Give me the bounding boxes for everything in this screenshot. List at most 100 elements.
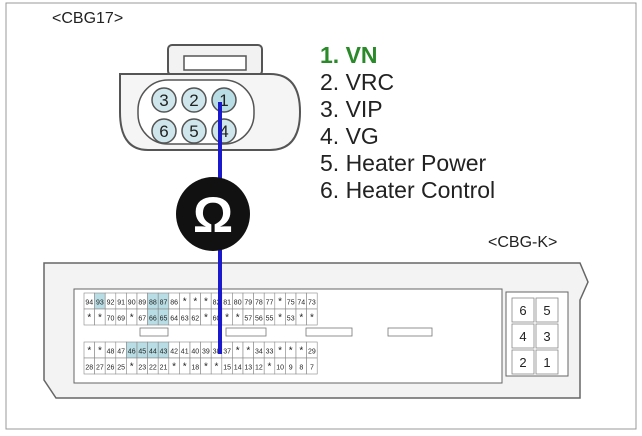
pin-b-label: 42 <box>170 349 178 356</box>
pin-b-label: 78 <box>255 300 263 307</box>
pin-b-label: 73 <box>308 300 316 307</box>
pin-b-label: * <box>299 313 303 324</box>
pin-b-label: * <box>193 297 197 308</box>
pin-b-label: 91 <box>117 300 125 307</box>
pin-b-label: 15 <box>223 365 231 372</box>
pin-b-label: 57 <box>244 316 252 323</box>
pin-b-label: 21 <box>160 365 168 372</box>
connector-b-title: <CBG-K> <box>488 234 558 251</box>
pin-b-label: 87 <box>160 300 168 307</box>
pin-b-label: * <box>204 362 208 373</box>
pin-b-label: 39 <box>202 349 210 356</box>
pin-b-cell <box>306 308 318 326</box>
pin-c-cell <box>511 349 535 375</box>
connector-cbg17: 3 2 1 6 5 4 <box>119 44 302 151</box>
key-rib <box>387 327 433 337</box>
pin-c-label: 5 <box>543 303 550 318</box>
pin-b-label: 55 <box>266 316 274 323</box>
pin-b-label: 64 <box>170 316 178 323</box>
pin-b-label: * <box>183 362 187 373</box>
pin-b-label: 94 <box>85 300 93 307</box>
pin-b-label: * <box>310 313 314 324</box>
pin-a-label: 1 <box>219 91 228 110</box>
pin-b-label: * <box>225 313 229 324</box>
pin-c-label: 6 <box>519 303 526 318</box>
pin-a-3 <box>151 87 177 113</box>
pin-b-label: 67 <box>138 316 146 323</box>
key-rib <box>139 327 169 337</box>
pin-b-label: 77 <box>266 300 274 307</box>
pin-a-6 <box>151 118 177 144</box>
pin-b-label: 34 <box>255 349 263 356</box>
pin-b-label: * <box>246 346 250 357</box>
pin-b-label: 9 <box>289 365 293 372</box>
pin-b-label: 70 <box>107 316 115 323</box>
pin-b-label: 80 <box>234 300 242 307</box>
pin-b-label: * <box>204 297 208 308</box>
pin-b-label: 18 <box>191 365 199 372</box>
pin-b-label: 10 <box>276 365 284 372</box>
pin-b-label: * <box>278 297 282 308</box>
pin-b-cell <box>306 357 318 375</box>
pin-b-label: 89 <box>138 300 146 307</box>
ohmmeter-symbol: Ω <box>176 177 250 251</box>
pin-b-label: * <box>299 346 303 357</box>
pin-b-label: * <box>130 362 134 373</box>
pin-b-label: 29 <box>308 349 316 356</box>
pin-b-label: 7 <box>310 365 314 372</box>
pin-a-5 <box>181 118 207 144</box>
pin-b-label: 82 <box>213 300 221 307</box>
pin-a-label: 4 <box>219 122 228 141</box>
pin-b-label: 75 <box>287 300 295 307</box>
pin-b-label: 13 <box>244 365 252 372</box>
pin-b-label: 8 <box>299 365 303 372</box>
pin-b-label: 14 <box>234 365 242 372</box>
pin-b-label: * <box>204 313 208 324</box>
pin-c-cell <box>511 323 535 349</box>
pin-b-label: 86 <box>170 300 178 307</box>
pin-b-label: 43 <box>160 349 168 356</box>
pin-b-label: * <box>278 313 282 324</box>
pin-b-label: * <box>183 297 187 308</box>
pin-b-label: 93 <box>96 300 104 307</box>
pin-b-label: 33 <box>266 349 274 356</box>
legend-item: 3. VIP <box>320 96 383 122</box>
pin-b-label: * <box>87 346 91 357</box>
pin-b-label: * <box>236 313 240 324</box>
pin-b-label: * <box>215 362 219 373</box>
pin-b-label: 44 <box>149 349 157 356</box>
pin-b-label: 27 <box>96 365 104 372</box>
pin-a-label: 3 <box>159 91 168 110</box>
pin-a-label: 5 <box>189 122 198 141</box>
pin-b-label: 40 <box>191 349 199 356</box>
connector-cbg17-latch-slot <box>183 55 247 71</box>
pin-b-label: * <box>268 362 272 373</box>
pin-b-label: 46 <box>128 349 136 356</box>
legend-item: 1. VN <box>320 42 378 68</box>
pin-b-label: * <box>98 313 102 324</box>
pin-b-label: 69 <box>117 316 125 323</box>
pin-b-label: * <box>236 346 240 357</box>
pin-b-label: * <box>98 346 102 357</box>
pin-b-label: 28 <box>85 365 93 372</box>
pin-a-label: 6 <box>159 122 168 141</box>
pin-c-cell <box>535 349 559 375</box>
pin-legend: 1. VN 2. VRC 3. VIP 4. VG 5. Heater Powe… <box>320 42 495 204</box>
pin-b-label: 41 <box>181 349 189 356</box>
key-rib <box>225 327 267 337</box>
pin-c-cell <box>511 297 535 323</box>
pin-b-label: 62 <box>191 316 199 323</box>
pin-b-label: 92 <box>107 300 115 307</box>
pin-c-cell <box>535 323 559 349</box>
pin-a-2 <box>181 87 207 113</box>
pin-b-label: * <box>172 362 176 373</box>
pin-b-label: 90 <box>128 300 136 307</box>
pin-b-label: 66 <box>149 316 157 323</box>
pin-b-label: 25 <box>117 365 125 372</box>
pin-a-label: 2 <box>189 91 198 110</box>
pin-b-label: 26 <box>107 365 115 372</box>
pin-b-label: 23 <box>138 365 146 372</box>
pin-b-label: * <box>130 313 134 324</box>
pin-b-label: 88 <box>149 300 157 307</box>
